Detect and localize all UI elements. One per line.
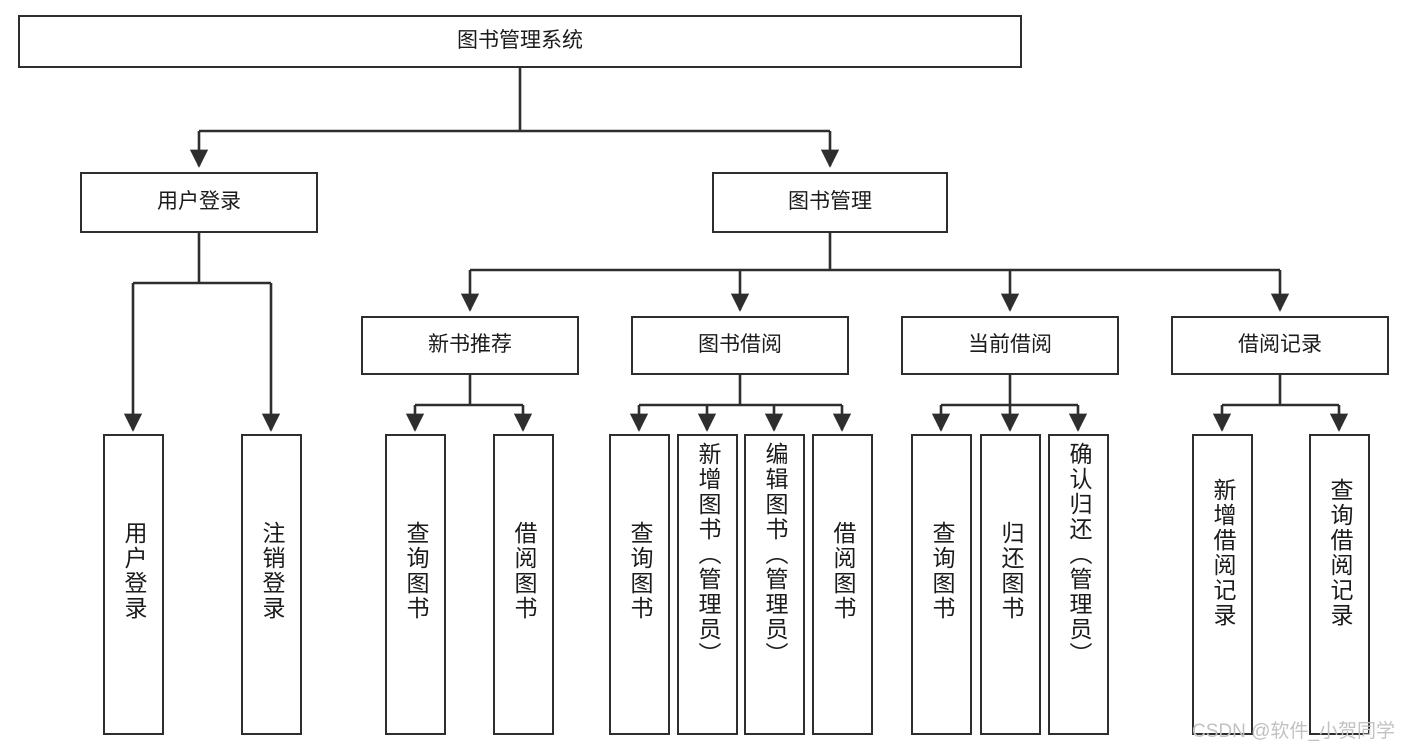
node-leaf-add-record-label: 新增借阅记录 — [1210, 478, 1236, 628]
node-leaf-add-record[interactable]: 新增借阅记录 — [1192, 434, 1253, 735]
node-root[interactable]: 图书管理系统 — [18, 15, 1022, 68]
node-root-label: 图书管理系统 — [457, 29, 583, 53]
node-user-login[interactable]: 用户登录 — [80, 172, 318, 233]
node-leaf-return-book-label: 归还图书 — [998, 521, 1024, 621]
node-leaf-query-book-3-label: 查询图书 — [929, 521, 955, 621]
node-book-manage[interactable]: 图书管理 — [712, 172, 948, 233]
node-book-borrow[interactable]: 图书借阅 — [631, 316, 849, 375]
node-leaf-query-record-label: 查询借阅记录 — [1327, 478, 1353, 628]
node-user-login-label: 用户登录 — [157, 190, 241, 214]
node-leaf-borrow-book-1-label: 借阅图书 — [511, 521, 537, 621]
node-leaf-borrow-book-1[interactable]: 借阅图书 — [493, 434, 554, 735]
node-book-manage-label: 图书管理 — [788, 190, 872, 214]
node-current-borrow-label: 当前借阅 — [968, 333, 1052, 357]
node-leaf-borrow-book-2[interactable]: 借阅图书 — [812, 434, 873, 735]
node-new-book-recommend[interactable]: 新书推荐 — [361, 316, 579, 375]
node-borrow-record[interactable]: 借阅记录 — [1171, 316, 1389, 375]
node-leaf-query-book-1-label: 查询图书 — [403, 521, 429, 621]
node-leaf-query-book-1[interactable]: 查询图书 — [385, 434, 446, 735]
node-leaf-edit-book-label: 编辑图书（管理员） — [762, 442, 788, 667]
node-leaf-add-book-label: 新增图书（管理员） — [695, 442, 721, 667]
node-borrow-record-label: 借阅记录 — [1238, 333, 1322, 357]
node-leaf-user-login[interactable]: 用户登录 — [103, 434, 164, 735]
node-current-borrow[interactable]: 当前借阅 — [901, 316, 1119, 375]
node-leaf-add-book[interactable]: 新增图书（管理员） — [677, 434, 738, 735]
node-leaf-user-logout[interactable]: 注销登录 — [241, 434, 302, 735]
node-leaf-return-book[interactable]: 归还图书 — [980, 434, 1041, 735]
node-book-borrow-label: 图书借阅 — [698, 333, 782, 357]
node-leaf-query-book-2-label: 查询图书 — [627, 521, 653, 621]
node-leaf-confirm-return-label: 确认归还（管理员） — [1066, 442, 1092, 667]
node-leaf-query-record[interactable]: 查询借阅记录 — [1309, 434, 1370, 735]
node-leaf-borrow-book-2-label: 借阅图书 — [830, 521, 856, 621]
node-leaf-user-login-label: 用户登录 — [121, 521, 147, 621]
node-leaf-user-logout-label: 注销登录 — [259, 521, 285, 621]
node-leaf-query-book-3[interactable]: 查询图书 — [911, 434, 972, 735]
node-leaf-query-book-2[interactable]: 查询图书 — [609, 434, 670, 735]
node-new-book-recommend-label: 新书推荐 — [428, 333, 512, 357]
node-leaf-edit-book[interactable]: 编辑图书（管理员） — [744, 434, 805, 735]
node-leaf-confirm-return[interactable]: 确认归还（管理员） — [1048, 434, 1109, 735]
